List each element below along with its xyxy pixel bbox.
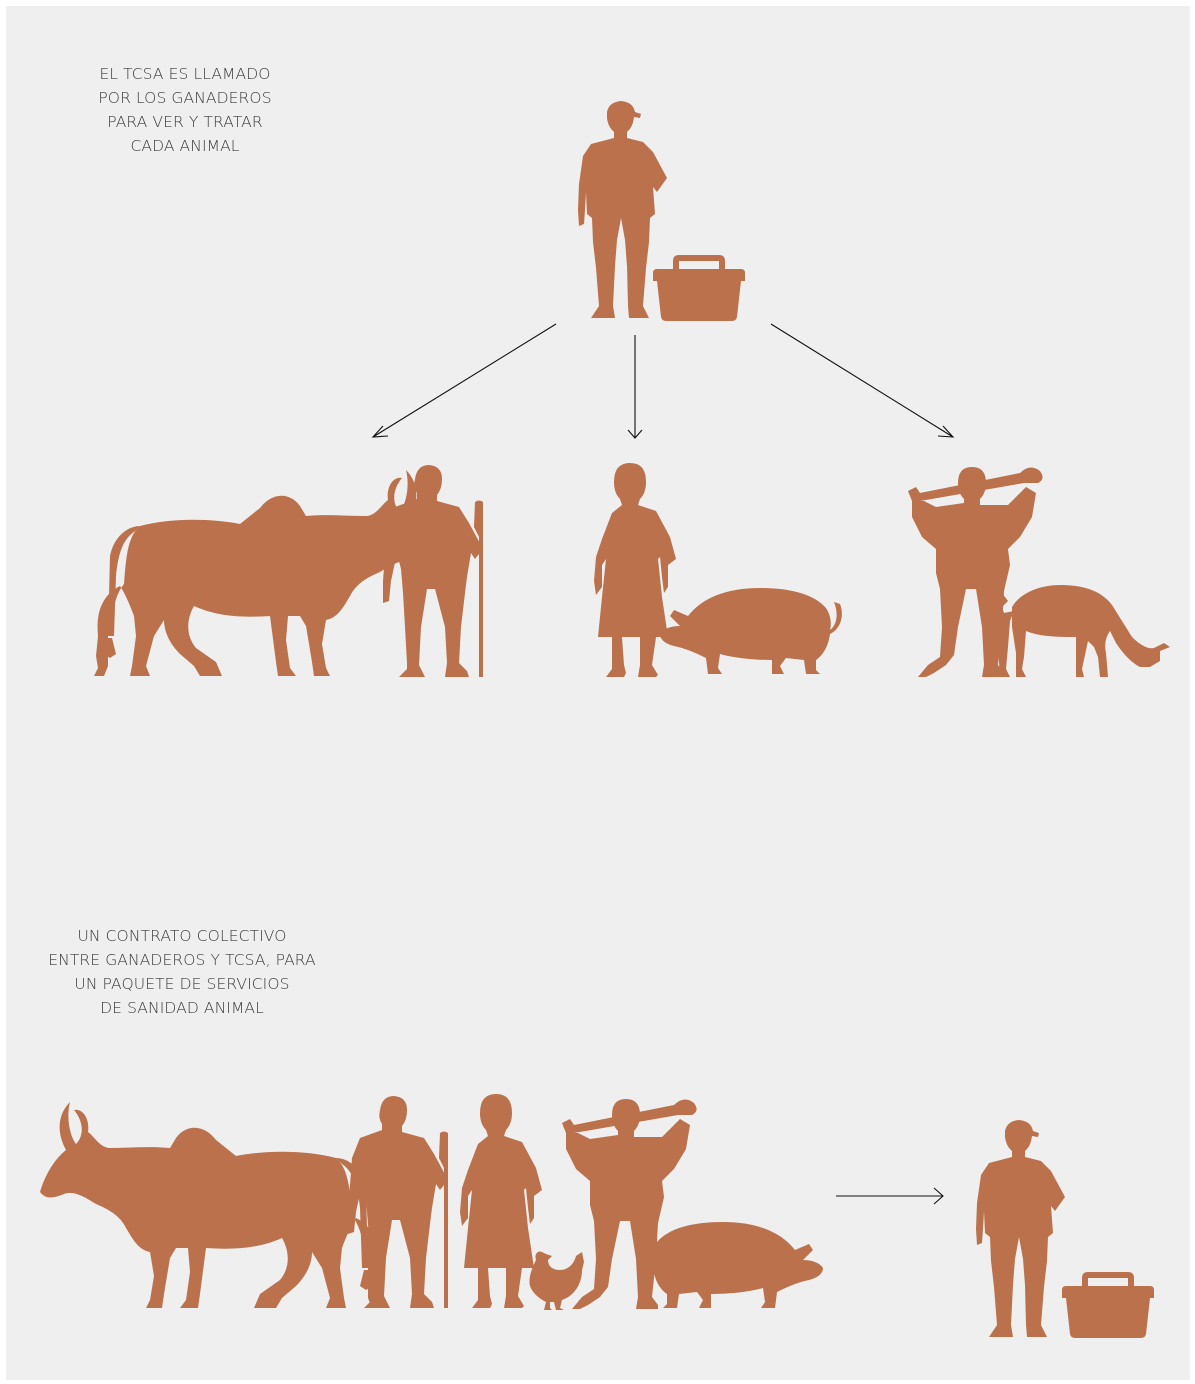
chicken-bottom xyxy=(529,1251,584,1310)
technician-bottom xyxy=(976,1120,1065,1337)
vet-kit-box-top xyxy=(653,255,745,321)
top-caption-line-2: POR LOS GANADEROS xyxy=(98,89,272,107)
top-caption-line-4: CADA ANIMAL xyxy=(130,137,240,155)
top-caption-line-1: EL TCSA ES LLAMADO xyxy=(99,65,271,83)
technician-top xyxy=(578,101,667,318)
pig-middle xyxy=(660,588,842,674)
ox-bottom xyxy=(40,1102,382,1308)
pig-bottom xyxy=(641,1222,823,1308)
top-caption-line-3: PARA VER Y TRATAR xyxy=(107,113,263,131)
arrow-to-pig-farmer xyxy=(627,335,643,439)
woman-middle xyxy=(594,463,676,677)
top-caption: EL TCSA ES LLAMADO POR LOS GANADEROS PAR… xyxy=(60,62,310,158)
herder-middle xyxy=(383,465,483,677)
bottom-caption-line-1: UN CONTRATO COLECTIVO xyxy=(77,927,287,945)
arrow-group-to-technician xyxy=(836,1187,944,1205)
arrow-to-cattle-farmer xyxy=(371,323,557,438)
arrow-to-goat-farmer xyxy=(770,323,955,438)
bottom-caption-line-3: UN PAQUETE DE SERVICIOS xyxy=(74,975,290,993)
goat-middle xyxy=(998,585,1170,677)
vet-kit-box-bottom xyxy=(1062,1272,1154,1338)
bottom-caption: UN CONTRATO COLECTIVO ENTRE GANADEROS Y … xyxy=(32,924,332,1020)
bottom-caption-line-4: DE SANIDAD ANIMAL xyxy=(100,999,264,1017)
woman-bottom xyxy=(460,1094,542,1308)
bottom-caption-line-2: ENTRE GANADEROS Y TCSA, PARA xyxy=(48,951,316,969)
